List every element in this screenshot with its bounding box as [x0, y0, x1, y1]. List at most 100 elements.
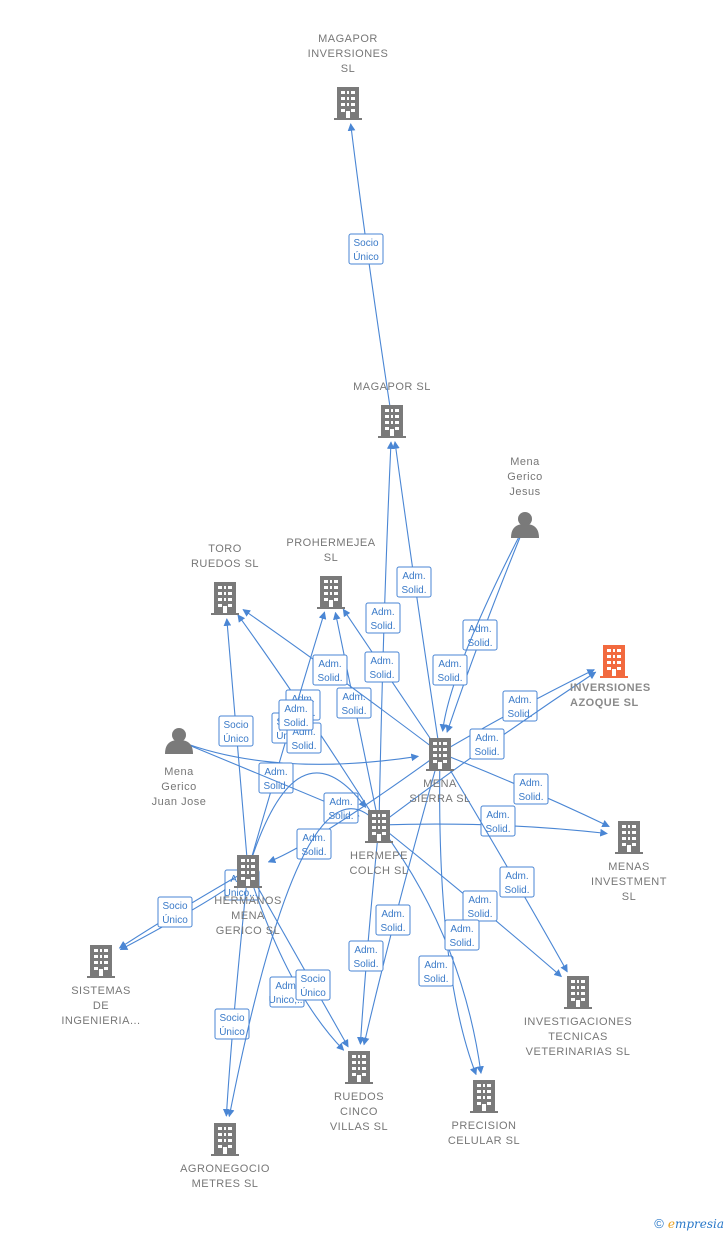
edge-label-line: Adm.: [508, 695, 531, 706]
building-icon: [426, 738, 454, 771]
edge-label-line: Único: [300, 986, 326, 999]
edge-mena_sierra-to-precision_celular[interactable]: Adm.Solid.: [418, 752, 478, 1076]
node-sistemas_ingenieria[interactable]: SISTEMASDEINGENIERIA...: [61, 945, 140, 1027]
node-label: INGENIERIA...: [61, 1015, 140, 1027]
edge-label[interactable]: Adm.Solid.: [336, 687, 372, 719]
edge-label-line: Adm.: [370, 656, 393, 667]
brand-initial: e: [667, 1217, 675, 1231]
edge-label[interactable]: Adm.Solid.: [258, 762, 294, 794]
edge-hermepe_colch-to-menas_investment[interactable]: Adm.Solid.: [378, 805, 608, 837]
node-label: Juan Jose: [152, 796, 207, 808]
edge-label[interactable]: Adm.Solid.: [444, 919, 480, 951]
edge-mena_sierra-to-ruedos_cinco_villas[interactable]: Adm.Solid.: [361, 752, 441, 1046]
edge-label-line: Adm.: [292, 727, 315, 738]
node-label: Gerico: [507, 471, 542, 483]
edge-hermepe_colch-to-precision_celular[interactable]: Adm.Solid.: [378, 824, 484, 1074]
edge-label[interactable]: Adm.Solid.: [418, 955, 454, 987]
node-label: SL: [324, 552, 338, 564]
node-label: SISTEMAS: [71, 985, 131, 997]
building-icon: [600, 645, 628, 678]
edge-mena_gerico_jesus-to-mena_sierra[interactable]: Adm.Solid.: [445, 524, 526, 733]
edge-label[interactable]: Adm. Solid.: [364, 651, 400, 683]
person-icon: [511, 512, 539, 538]
edge-hermanos_mena_gerico-to-hermepe_colch[interactable]: Adm. Solid.: [247, 699, 367, 871]
edge-label[interactable]: Adm.Solid.: [312, 654, 348, 686]
edge-label-line: Adm.: [424, 960, 447, 971]
edge-mena_sierra-to-inversiones_azoque[interactable]: Adm. Solid.: [439, 669, 595, 754]
node-label: INVERSIONES: [570, 682, 651, 694]
building-icon: [345, 1051, 373, 1084]
edge-label-line: Unico,...: [269, 995, 306, 1006]
edge-label-line: Único: [219, 1025, 245, 1038]
edge-mena_gerico_jesus-to-mena_sierra[interactable]: Adm.Solid.: [432, 524, 526, 732]
edge-label-line: Adm.: [505, 871, 528, 882]
edge-label[interactable]: Adm.Solid.: [296, 828, 332, 860]
edge-label[interactable]: Adm.Solid.: [365, 602, 401, 634]
edge-label-line: Adm.: [275, 981, 298, 992]
edge-label[interactable]: Adm.Solid.: [499, 866, 535, 898]
edge-label[interactable]: Adm.Solid.: [348, 940, 384, 972]
edge-label[interactable]: Adm.Solid.: [375, 904, 411, 936]
edge-mena_sierra-to-toro_ruedos[interactable]: Adm. Solid.: [242, 609, 441, 754]
edge-hermepe_colch-to-ruedos_cinco_villas[interactable]: Adm.Solid.: [348, 824, 384, 1045]
edge-line: [267, 752, 441, 863]
edge-mena_sierra-to-magapor[interactable]: Adm.Solid.: [392, 441, 441, 754]
edge-hermepe_colch-to-investigaciones_tecnicas[interactable]: Adm.Solid.: [378, 824, 562, 978]
node-label: PRECISION: [451, 1120, 516, 1132]
edge-label[interactable]: Adm.Solid.: [480, 805, 516, 837]
edge-label[interactable]: Adm.Solid.: [469, 728, 505, 760]
node-magapor[interactable]: MAGAPOR SL: [353, 381, 431, 438]
edge-hermepe_colch-to-inversiones_azoque[interactable]: Adm. Solid.: [378, 671, 597, 826]
edge-label[interactable]: Adm.Solid.: [513, 773, 549, 805]
edge-label[interactable]: Adm.Solid.: [278, 699, 314, 731]
node-label: MAGAPOR SL: [353, 381, 431, 393]
edge-label[interactable]: Adm.Solid.: [396, 566, 432, 598]
edge-line: [226, 808, 380, 1118]
edge-label[interactable]: Adm.Solid.: [432, 654, 468, 686]
edge-label-line: Solid.: [369, 670, 394, 681]
edge-label[interactable]: Adm.Solid.: [462, 619, 498, 651]
node-label: TECNICAS: [548, 1031, 608, 1043]
edge-mena_sierra-to-prohermejea[interactable]: Adm. Solid.: [342, 608, 441, 754]
edge-label-line: Solid.: [263, 781, 288, 792]
edge-mena_gerico_juan_jose-to-mena_sierra[interactable]: Adm.Solid.: [178, 740, 420, 794]
edge-hermepe_colch-to-magapor[interactable]: Adm. Solid.: [365, 441, 401, 826]
node-label: INVESTMENT: [591, 876, 667, 888]
edge-label-line: Adm.: [475, 733, 498, 744]
edge-mena_sierra-to-menas_investment[interactable]: Adm.Solid.: [439, 752, 610, 827]
edge-label-line: Solid.: [437, 673, 462, 684]
edge-label-line: Único: [353, 250, 379, 263]
edge-label-line: Solid.: [518, 792, 543, 803]
edge-mena_sierra-to-investigaciones_tecnicas[interactable]: Adm. Solid.: [439, 752, 568, 973]
node-label: Gerico: [161, 781, 196, 793]
node-label: COLCH SL: [349, 865, 408, 877]
node-label: MENAS: [608, 861, 650, 873]
edge-label[interactable]: Adm.Solid.: [502, 690, 538, 722]
node-label: INVESTIGACIONES: [524, 1016, 632, 1028]
edge-label[interactable]: Adm.Solid.: [462, 890, 498, 922]
